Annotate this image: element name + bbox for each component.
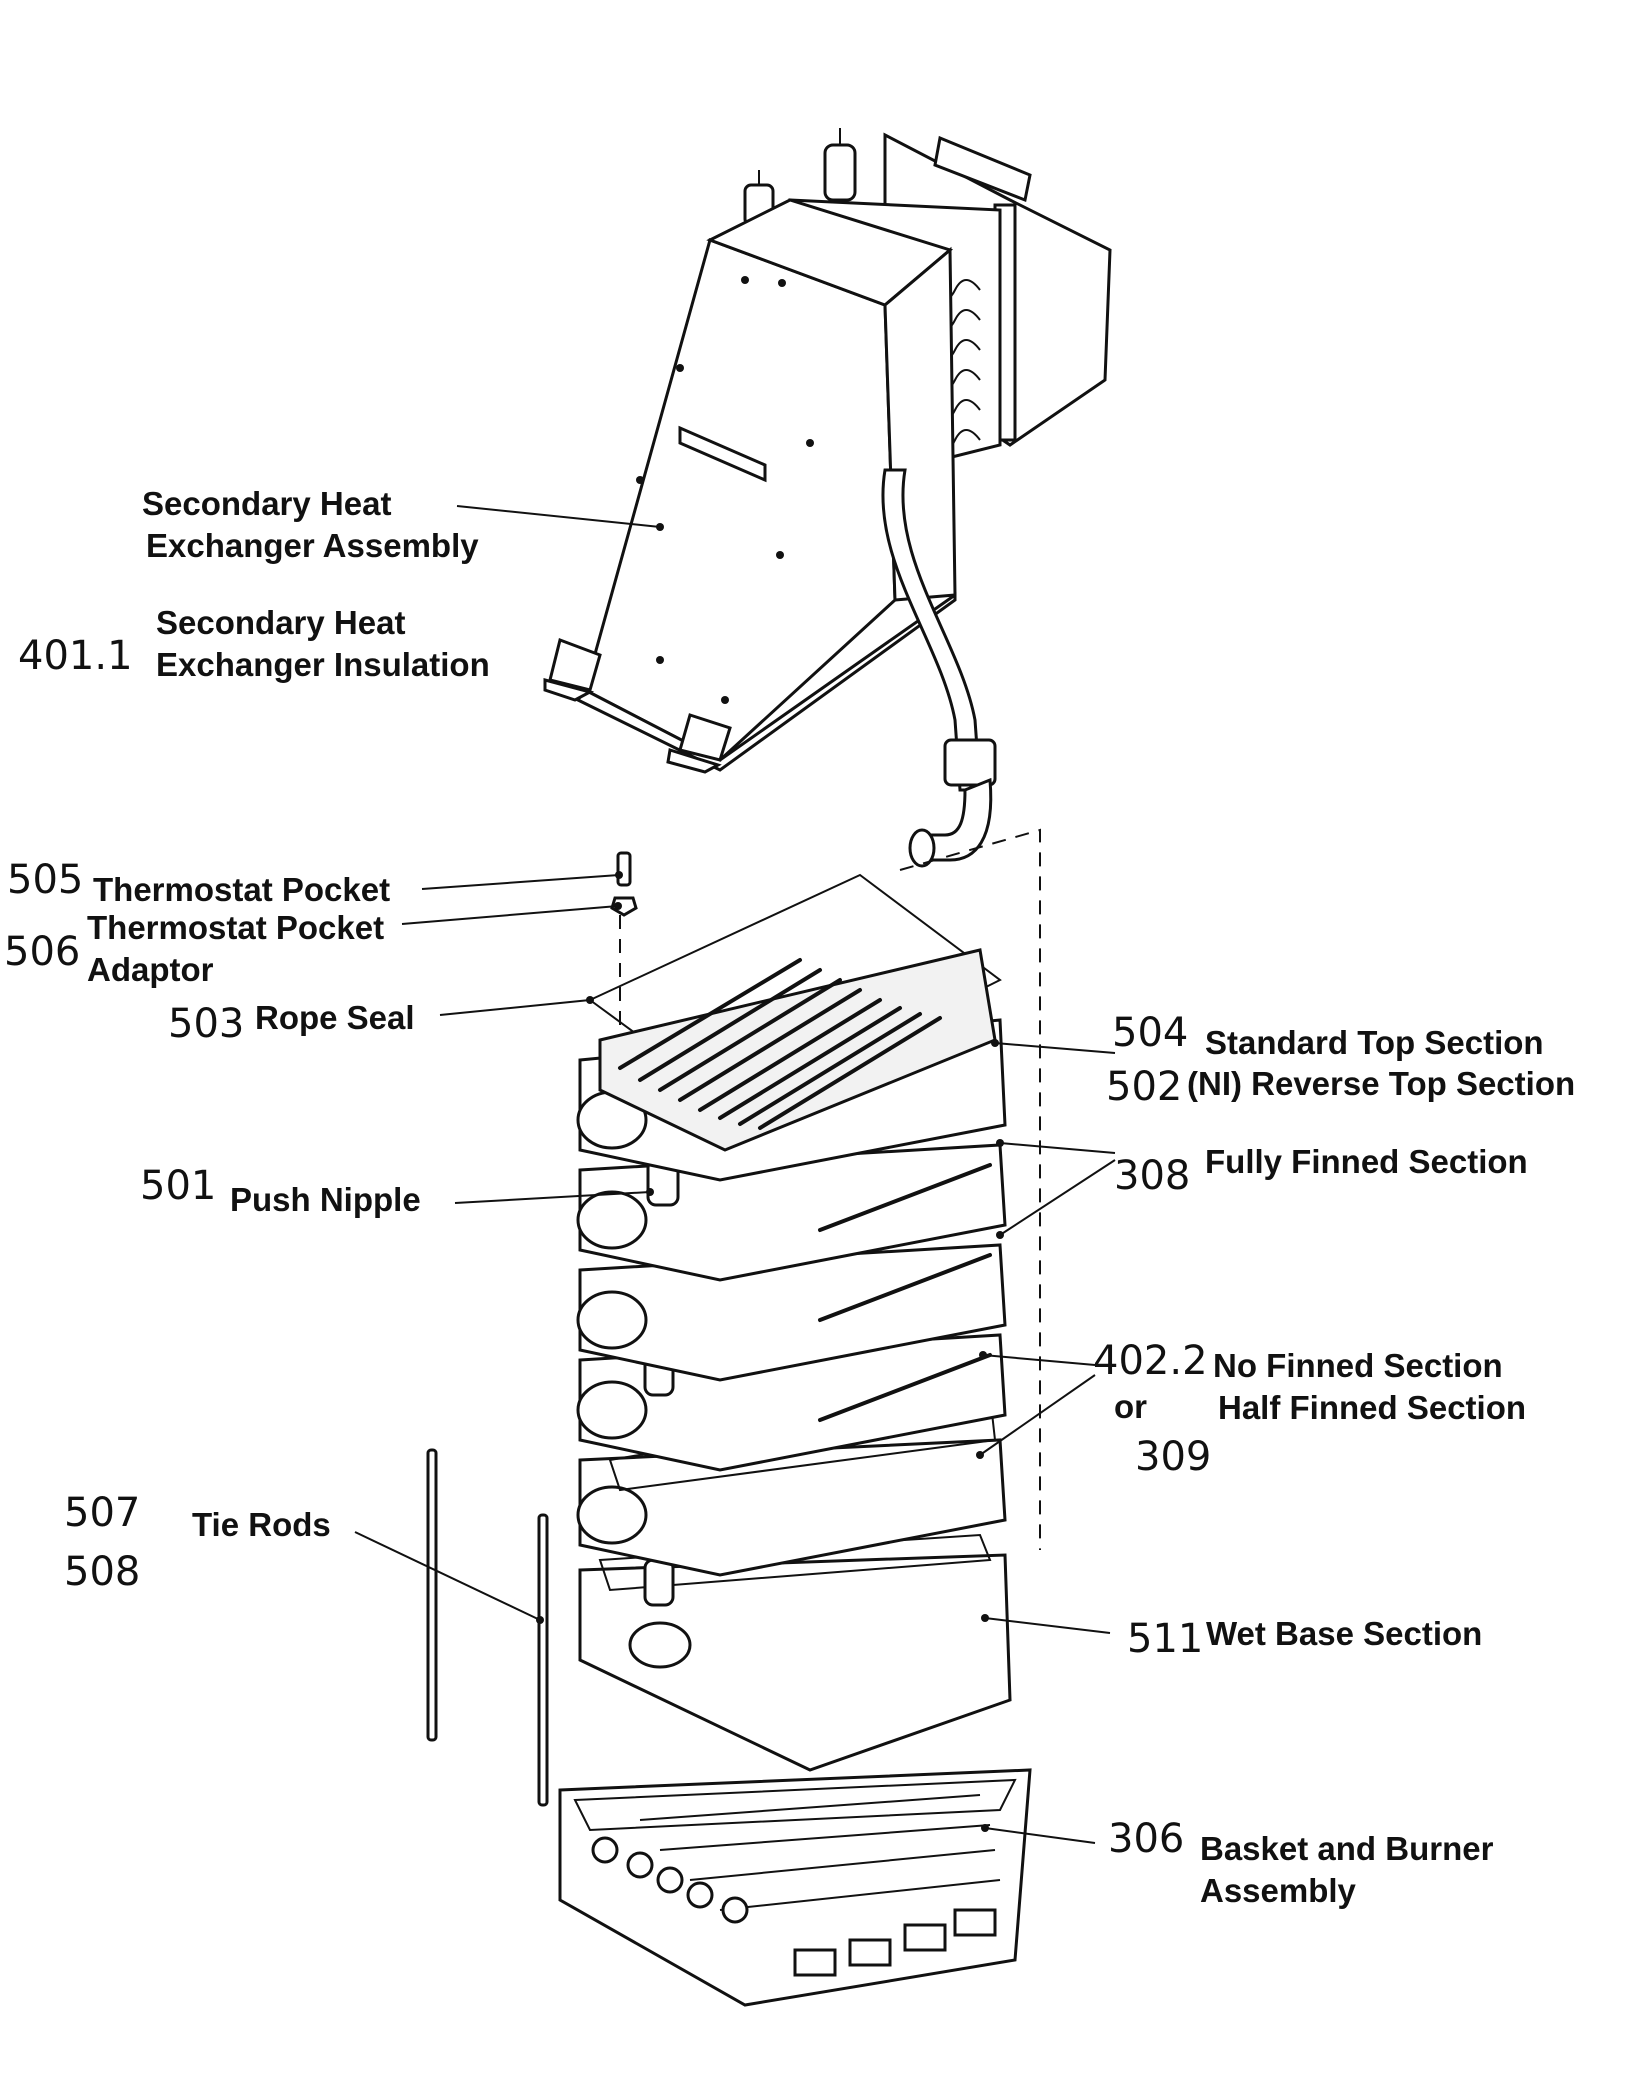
no-finned-section-or: or	[1114, 1388, 1147, 1425]
secondary-hx-assembly-label-1: Secondary Heat	[142, 485, 391, 522]
push-nipple-label: Push Nipple	[230, 1181, 421, 1218]
secondary-hx-insulation-label-2: Exchanger Insulation	[156, 646, 490, 683]
tie-rods-number-1: 507	[64, 1490, 140, 1536]
secondary-hx-assembly-label-2: Exchanger Assembly	[146, 527, 479, 564]
basket-burner-number: 306	[1108, 1816, 1184, 1862]
half-finned-section-number: 309	[1135, 1434, 1211, 1480]
reverse-top-section-label: (NI) Reverse Top Section	[1187, 1065, 1575, 1102]
thermostat-pocket-adaptor-label-2: Adaptor	[87, 951, 214, 988]
standard-top-section-number: 504	[1112, 1010, 1188, 1056]
half-finned-section-label: Half Finned Section	[1218, 1389, 1526, 1426]
tie-rods-label: Tie Rods	[192, 1506, 331, 1543]
basket-burner-label-1: Basket and Burner	[1200, 1830, 1494, 1867]
tie-rods-drawing	[426, 1448, 549, 1807]
thermostat-pocket-adaptor-number: 506	[4, 929, 80, 975]
secondary-hx-insulation-label-1: Secondary Heat	[156, 604, 405, 641]
push-nipple-number: 501	[140, 1163, 216, 1209]
reverse-top-section-number: 502	[1106, 1064, 1182, 1110]
secondary-heat-exchanger-drawing	[543, 128, 1112, 868]
basket-burner-label-2: Assembly	[1200, 1872, 1357, 1909]
basket-burner-drawing	[558, 1768, 1032, 2007]
section-stack-drawing	[576, 948, 1012, 1772]
no-finned-section-number: 402.2	[1093, 1338, 1208, 1384]
labels: Secondary Heat Exchanger Assembly 401.1 …	[4, 485, 1575, 1909]
wet-base-section-number: 511	[1127, 1616, 1203, 1662]
rope-seal-label: Rope Seal	[255, 999, 415, 1036]
wet-base-section-label: Wet Base Section	[1206, 1615, 1482, 1652]
thermostat-pocket-label: Thermostat Pocket	[93, 871, 390, 908]
standard-top-section-label: Standard Top Section	[1205, 1024, 1544, 1061]
top-section-fins	[618, 958, 942, 1130]
leader-lines	[354, 505, 1116, 1844]
thermostat-pocket-adaptor-label-1: Thermostat Pocket	[87, 909, 384, 946]
secondary-hx-insulation-number: 401.1	[18, 633, 133, 679]
rope-seal-number: 503	[168, 1001, 244, 1047]
fully-finned-section-label: Fully Finned Section	[1205, 1143, 1528, 1180]
thermostat-pocket-number: 505	[7, 857, 83, 903]
tie-rods-number-2: 508	[64, 1549, 140, 1595]
fully-finned-section-number: 308	[1114, 1153, 1190, 1199]
no-finned-section-label: No Finned Section	[1213, 1347, 1503, 1384]
